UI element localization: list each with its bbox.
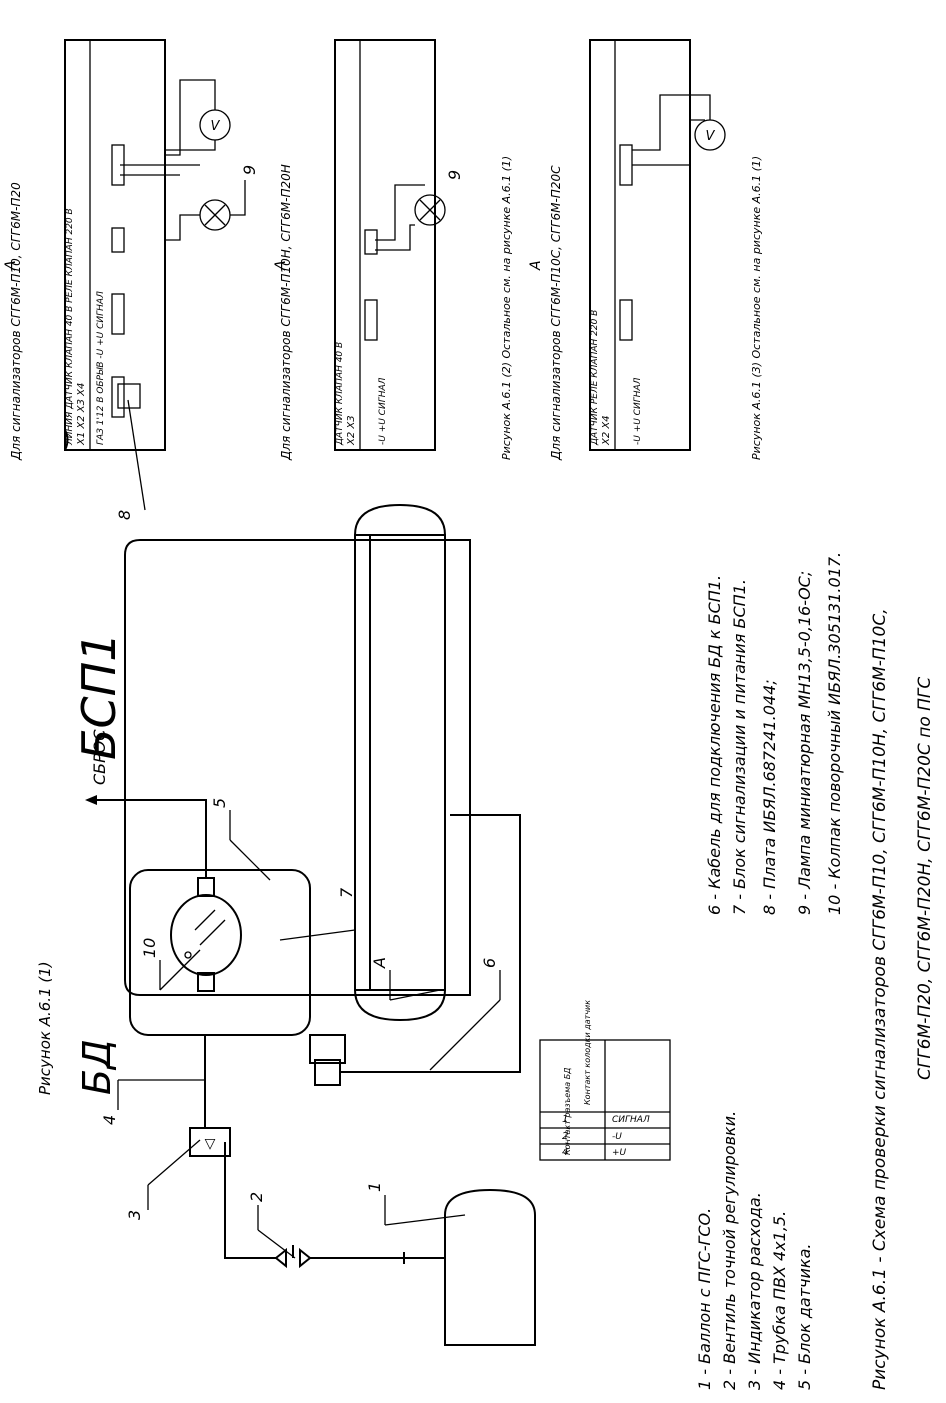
pin-row-1-a: 1	[562, 1114, 568, 1125]
panel-2-sig: -U +U СИГНАЛ	[378, 377, 388, 445]
panel-3-for: Для сигнализаторов СГГ6М-П10С, СГГ6М-П20…	[549, 165, 563, 461]
bd-label: БД	[75, 1039, 119, 1095]
panel-2-header: ДАТЧИК КЛАПАН 40 В	[335, 342, 345, 446]
legend-item-2: 2 - Вентиль точной регулировки.	[720, 1111, 739, 1390]
panel-3-conn: Х2 Х4	[601, 415, 612, 446]
panel-1-sig: ГАЗ 1'12 В ОБРЫВ -U +U СИГНАЛ	[96, 291, 106, 445]
panel-a-3: V ДАТЧИК РЕЛЕ КЛАПАН 220 В Х2 Х4 -U +U С…	[528, 39, 763, 461]
legend-item-3: 3 - Индикатор расхода.	[745, 1192, 764, 1390]
pin-row-3-a: 4	[562, 1147, 568, 1158]
cable-bd-bsp1	[340, 814, 521, 1073]
callout-9-a: 9	[240, 165, 259, 175]
panel-1-conn: Х1 Х2 Х3 Х4	[76, 383, 87, 446]
sbros-label: СБРОС	[90, 729, 109, 785]
panel-2-conn: Х2 Х3	[346, 415, 357, 446]
legend-item-10: 10 - Колпак поворочный ИБЯЛ.305131.017.	[825, 552, 844, 915]
panel-2-letter: А	[273, 260, 289, 271]
legend-item-5: 5 - Блок датчика.	[795, 1244, 814, 1390]
callout-3: 3	[125, 1210, 144, 1220]
valve-symbol: ▽	[205, 1136, 216, 1152]
figure-caption-line-2: СГГ6М-П20, СГГ6М-П20Н, СГГ6М-П20С по ПГС	[915, 677, 935, 1080]
panel-1-letter: А	[3, 260, 19, 271]
legend-left: 1 - Баллон с ПГС-ГСО. 2 - Вентиль точной…	[695, 1111, 814, 1390]
voltmeter-symbol-2: V	[706, 129, 716, 144]
panel-2-for: Для сигнализаторов СГГ6М-П10Н, СГГ6М-П20…	[279, 164, 293, 461]
legend-item-9: 9 - Лампа миниатюрная МН13,5-0,16-ОС;	[795, 571, 814, 915]
panel-a-1: V ЛИНИЯ ДАТЧИК КЛАПАН 40 В РЕЛЕ КЛАПАН 2…	[3, 39, 259, 520]
pin-table-header-2: Контакт колодки датчик	[583, 1000, 592, 1105]
panel-3-letter: А	[528, 260, 544, 271]
callout-6: 6	[480, 958, 499, 968]
gas-cylinder	[403, 1188, 536, 1346]
callout-10: 10	[140, 938, 159, 958]
figure-ref-top: Рисунок А.6.1 (1)	[36, 961, 54, 1095]
callout-5: 5	[210, 798, 229, 808]
exhaust-line	[95, 799, 207, 878]
callout-a: А	[370, 957, 389, 969]
legend-item-6: 6 - Кабель для подключения БД к БСП1.	[705, 575, 724, 915]
panel-1-for: Для сигнализаторов СГГ6М-П10, СГГ6М-П20	[9, 182, 23, 461]
legend-item-4: 4 - Трубка ПВХ 4х1,5.	[770, 1211, 789, 1390]
figure-caption-line-1: Рисунок А.6.1 - Схема проверки сигнализа…	[870, 608, 890, 1390]
panel-1-header: ЛИНИЯ ДАТЧИК КЛАПАН 40 В РЕЛЕ КЛАПАН 220…	[65, 208, 75, 446]
panel-3-sig: -U +U СИГНАЛ	[633, 377, 643, 445]
callout-8: 8	[115, 510, 134, 520]
panel-3-header: ДАТЧИК РЕЛЕ КЛАПАН 220 В	[590, 310, 600, 446]
panel-a-2: ДАТЧИК КЛАПАН 40 В Х2 Х3 -U +U СИГНАЛ Дл…	[273, 39, 513, 461]
pin-row-1-b: СИГНАЛ	[612, 1115, 650, 1125]
callout-4: 4	[100, 1115, 119, 1125]
voltmeter-symbol-1: V	[211, 119, 221, 134]
pin-table-header-1: Контакт разъема БД	[563, 1068, 572, 1155]
flow-indicator: ▽	[189, 1127, 231, 1157]
legend-right: 6 - Кабель для подключения БД к БСП1. 7 …	[705, 552, 844, 915]
callout-1: 1	[365, 1182, 384, 1192]
legend-item-7: 7 - Блок сигнализации и питания БСП1.	[730, 579, 749, 915]
panel-2-caption: Рисунок А.6.1 (2) Остальное см. на рисун…	[500, 156, 513, 460]
gas-line-valve-indicator	[224, 1142, 276, 1259]
bsp1-label: БСП1	[72, 632, 126, 760]
pin-table: Контакт разъема БД Контакт колодки датчи…	[539, 1000, 671, 1161]
legend-item-8: 8 - Плата ИБЯЛ.687241.044;	[760, 679, 779, 915]
callout-2: 2	[247, 1192, 266, 1202]
pin-row-2-b: -U	[612, 1132, 622, 1142]
callout-leaders	[117, 810, 501, 1259]
legend-item-1: 1 - Баллон с ПГС-ГСО.	[695, 1208, 714, 1390]
panel-3-caption: Рисунок А.6.1 (3) Остальное см. на рисун…	[750, 156, 763, 460]
callout-7: 7	[337, 887, 356, 898]
bsp1-block	[124, 503, 471, 1022]
pin-row-3-b: +U	[612, 1148, 627, 1158]
sensor-block	[129, 869, 346, 1086]
callout-9-b: 9	[445, 170, 464, 180]
pin-row-2-a: 2	[562, 1131, 568, 1142]
